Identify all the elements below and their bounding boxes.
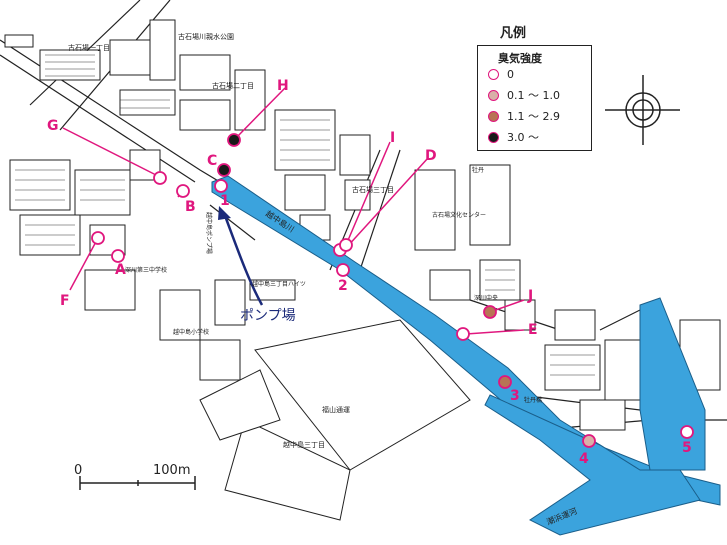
park-label: 古石場川親水公園	[178, 32, 234, 41]
station-labels: 1 2 3 4 5 A B C D E F G H I J	[47, 78, 692, 467]
scale-bar: 0 100m	[74, 463, 196, 490]
station-marker-b	[176, 184, 190, 198]
legend-box: 臭気強度 0 0.1 ～ 1.0 1.1 ～ 2.9 3.0 ～	[477, 45, 592, 151]
koishiba2-label: 古石場二丁目	[212, 81, 254, 90]
fukagawa3-label: 深川第三中学校	[125, 266, 167, 274]
fukagawa-chuo-label: 深川中央	[474, 294, 498, 302]
station-label-5: 5	[682, 440, 692, 456]
shiohama-canal	[484, 394, 701, 536]
station-marker-j	[483, 305, 497, 319]
station-label-a: A	[115, 262, 126, 278]
legend-dot-icon	[488, 131, 499, 143]
station-label-j: J	[527, 288, 533, 304]
botan-label: 牡丹	[472, 166, 484, 174]
station-marker-h	[227, 133, 241, 147]
legend-heading: 臭気強度	[498, 52, 542, 65]
etchujima-river	[211, 175, 721, 506]
station-label-c: C	[207, 153, 217, 169]
fukuyama-label: 福山通運	[322, 405, 350, 414]
pump-label: ポンプ場	[240, 308, 296, 324]
botan-bridge-label: 牡丹橋	[524, 396, 542, 404]
station-label-d: D	[425, 148, 437, 164]
station-marker-i	[339, 238, 353, 252]
large-lots	[199, 319, 471, 521]
station-markers	[91, 133, 694, 448]
legend-item: 0.1 ～ 1.0	[488, 87, 560, 103]
legend-dot-icon	[488, 68, 499, 80]
station-label-g: G	[47, 118, 59, 134]
koishiba1-label: 古石場一丁目	[68, 43, 110, 52]
station-label-i: I	[390, 130, 395, 146]
legend-item: 1.1 ～ 2.9	[488, 108, 560, 124]
station-marker-e	[456, 327, 470, 341]
station-marker-g	[153, 171, 167, 185]
station-marker-c	[217, 163, 231, 177]
station-label-f: F	[60, 293, 70, 309]
scale-end-label: 100m	[153, 463, 190, 478]
scale-start-label: 0	[74, 463, 82, 478]
station-marker-2	[336, 263, 350, 277]
station-marker-4	[582, 434, 596, 448]
station-marker-1	[214, 179, 228, 193]
station-label-h: H	[277, 78, 289, 94]
etchujima-elem-label: 越中島小学校	[173, 328, 209, 336]
pump-station-name-label: 越中島ポンプ場	[205, 212, 213, 254]
station-marker-a	[111, 249, 125, 263]
legend-item: 3.0 ～	[488, 129, 539, 145]
station-label-b: B	[185, 199, 196, 215]
heights-label: 越中島三丁目ハイツ	[252, 280, 306, 288]
koishiba3-label: 古石場三丁目	[352, 185, 394, 194]
station-marker-f	[91, 231, 105, 245]
culture-center-label: 古石場文化センター	[432, 211, 486, 219]
legend-label: 1.1 ～ 2.9	[507, 110, 560, 123]
compass-icon	[605, 75, 680, 145]
legend-dot-icon	[488, 89, 499, 101]
legend-label: 0	[507, 67, 514, 81]
station-marker-5	[680, 425, 694, 439]
station-label-e: E	[528, 322, 538, 338]
legend-item: 0	[488, 66, 514, 82]
legend-title: 凡例	[500, 26, 527, 41]
station-label-4: 4	[579, 451, 589, 467]
etchujima3-label: 越中島三丁目	[283, 440, 325, 449]
pump-arrow	[218, 206, 264, 306]
station-label-3: 3	[510, 388, 520, 404]
station-label-1: 1	[220, 193, 230, 209]
block-hatching	[15, 54, 595, 376]
legend-label: 3.0 ～	[507, 131, 539, 144]
legend-label: 0.1 ～ 1.0	[507, 89, 560, 102]
legend-dot-icon	[488, 110, 499, 122]
station-marker-3	[498, 375, 512, 389]
station-label-2: 2	[338, 278, 348, 294]
